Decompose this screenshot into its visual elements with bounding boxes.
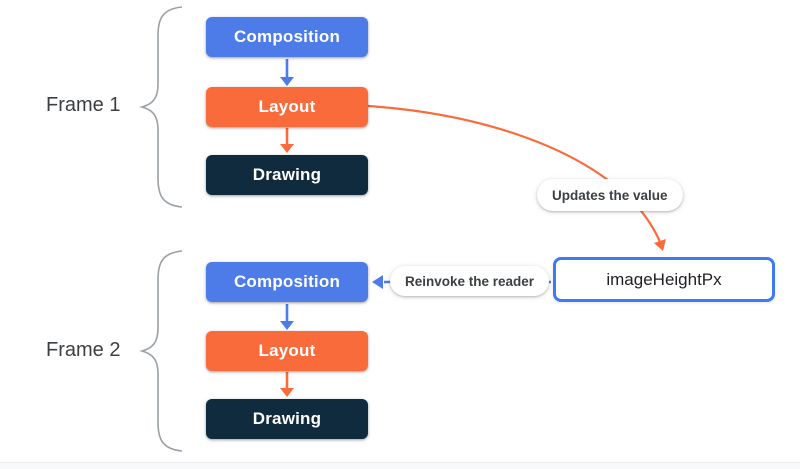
layout-to-value-curve-arrow	[367, 104, 662, 243]
frame2-composition-box: Composition	[206, 262, 368, 302]
frame1-brace	[138, 6, 183, 208]
page-bottom-strip	[0, 463, 800, 469]
frame1-drawing-box: Drawing	[206, 155, 368, 195]
frame2-layout-to-drawing-arrowhead	[280, 388, 294, 397]
value-to-composition-arrowhead	[372, 275, 383, 289]
updates-the-value-callout: Updates the value	[537, 179, 683, 211]
page-divider	[0, 462, 800, 463]
frame2-brace	[138, 250, 183, 452]
reinvoke-the-reader-callout: Reinvoke the reader	[390, 266, 550, 296]
frame2-label: Frame 2	[46, 339, 121, 361]
image-height-px-box: imageHeightPx	[553, 257, 775, 302]
frame1-composition-to-layout-arrowhead	[280, 77, 294, 86]
layout-to-value-arrowhead	[654, 239, 666, 251]
frame2-composition-to-layout-arrowhead	[280, 321, 294, 330]
frame1-layout-box: Layout	[206, 87, 368, 127]
frame1-label: Frame 1	[46, 94, 121, 116]
frame1-composition-box: Composition	[206, 17, 368, 57]
frame2-layout-box: Layout	[206, 331, 368, 371]
frame1-layout-to-drawing-arrowhead	[280, 144, 294, 153]
frame2-drawing-box: Drawing	[206, 399, 368, 439]
